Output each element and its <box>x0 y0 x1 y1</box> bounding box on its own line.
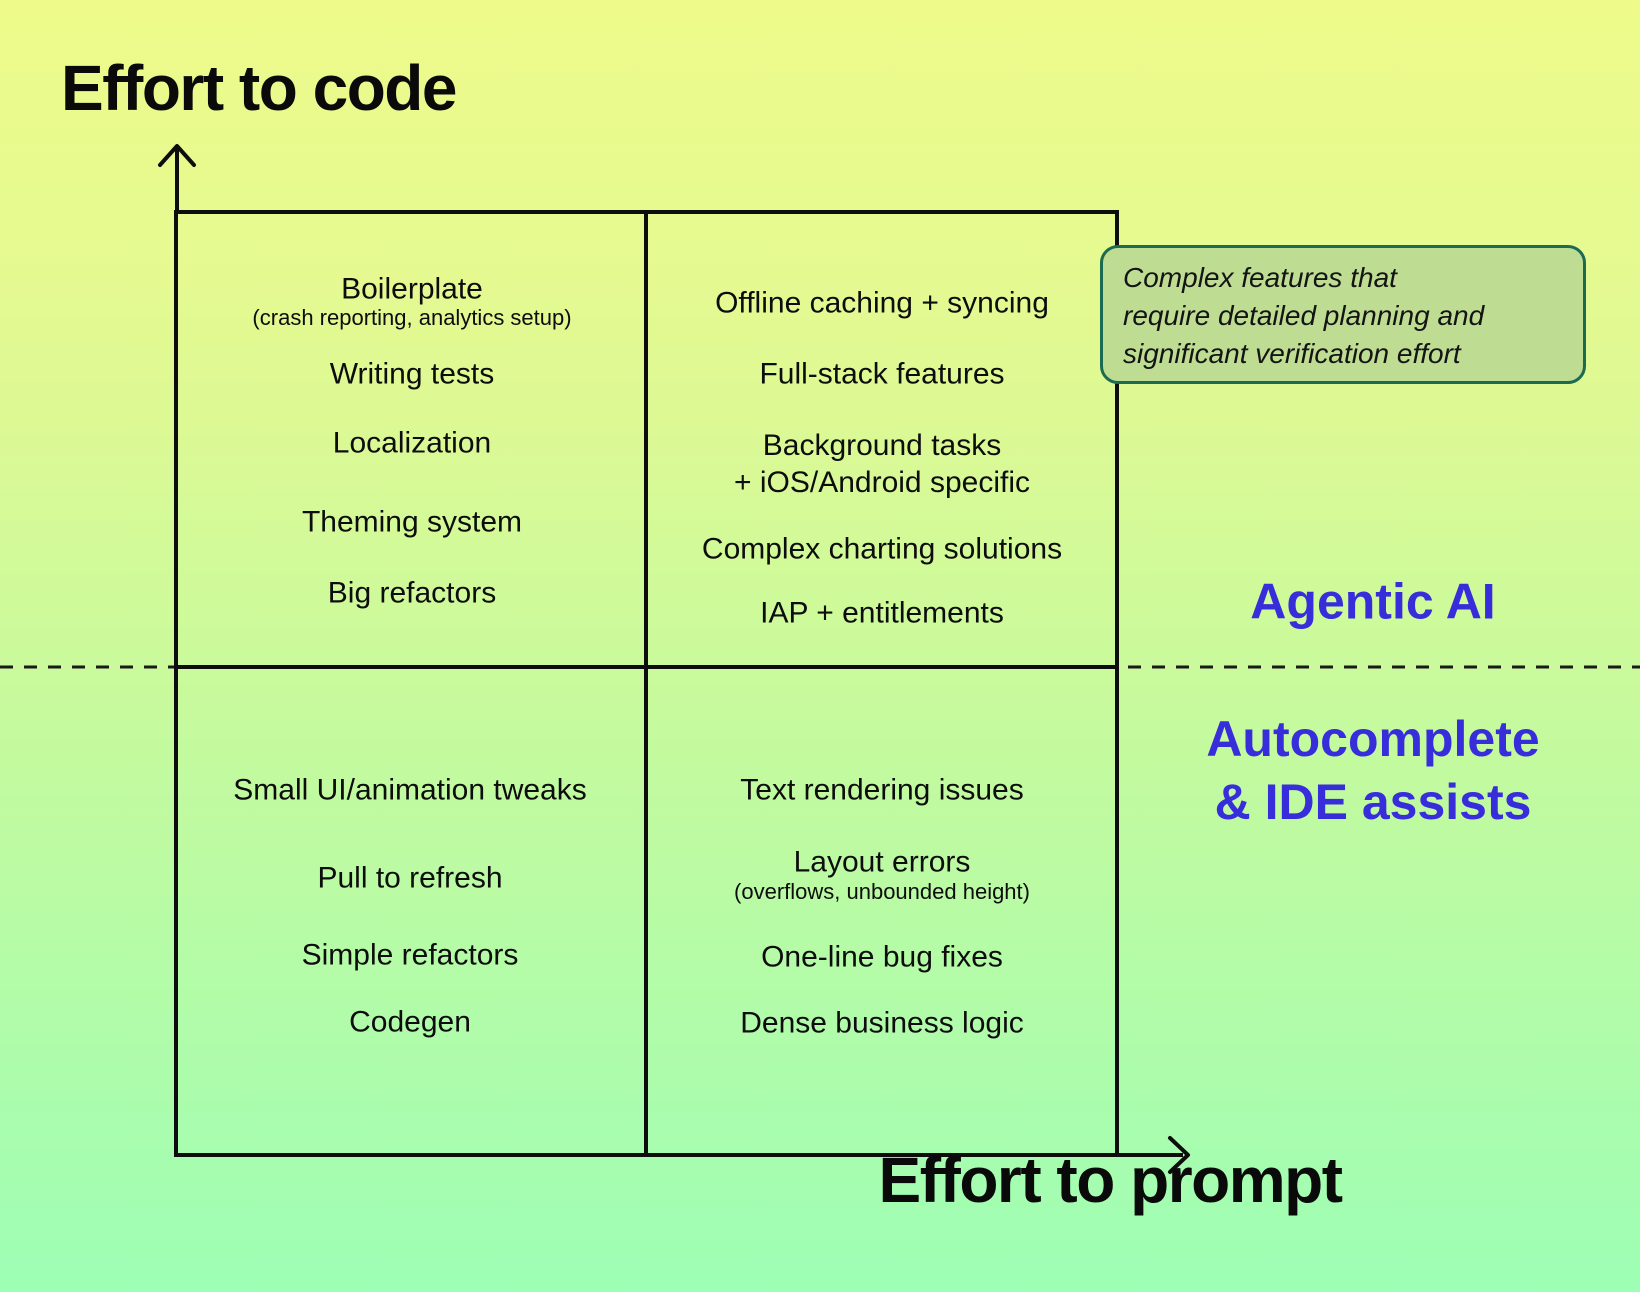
quadrant-item: Boilerplate <box>341 272 483 306</box>
quadrant-item: Complex charting solutions <box>701 532 1063 566</box>
quadrant-item: Dense business logic <box>740 1006 1024 1040</box>
quadrant-item: Theming system <box>301 505 523 539</box>
quadrant-item: Simple refactors <box>301 938 519 972</box>
callout-note: Complex features that require detailed p… <box>1100 245 1586 384</box>
y-axis-arrow-icon <box>158 144 196 167</box>
region-label-autocomplete: Autocomplete & IDE assists <box>1206 708 1539 834</box>
quadrant-item: Codegen <box>349 1005 471 1039</box>
quadrant-item: Pull to refresh <box>317 861 503 895</box>
quadrant-item: Writing tests <box>329 357 495 391</box>
x-axis-arrow-icon <box>1168 1136 1190 1174</box>
quadrant-item: One-line bug fixes <box>761 940 1003 974</box>
quadrant-item: Big refactors <box>327 576 497 610</box>
quadrant-item-caption: (overflows, unbounded height) <box>734 879 1030 904</box>
region-label-autocomplete-line2: & IDE assists <box>1214 774 1532 830</box>
quadrant-item: Text rendering issues <box>740 773 1024 807</box>
y-axis-title: Effort to code <box>61 52 457 124</box>
quadrant-item-caption: (crash reporting, analytics setup) <box>252 305 572 330</box>
region-label-agentic-ai: Agentic AI <box>1250 573 1496 630</box>
quadrant-item: Layout errors <box>793 845 971 879</box>
quadrant-item: Small UI/animation tweaks <box>233 773 587 807</box>
quadrant-item: Background tasks + iOS/Android specific <box>734 429 1030 499</box>
quadrant-item: IAP + entitlements <box>760 596 1004 630</box>
quadrant-item: Localization <box>332 426 492 460</box>
region-label-autocomplete-line1: Autocomplete <box>1206 711 1540 767</box>
quadrant-item: Full-stack features <box>759 357 1005 391</box>
x-axis-title: Effort to prompt <box>878 1144 1344 1216</box>
quadrant-item: Offline caching + syncing <box>715 286 1049 320</box>
